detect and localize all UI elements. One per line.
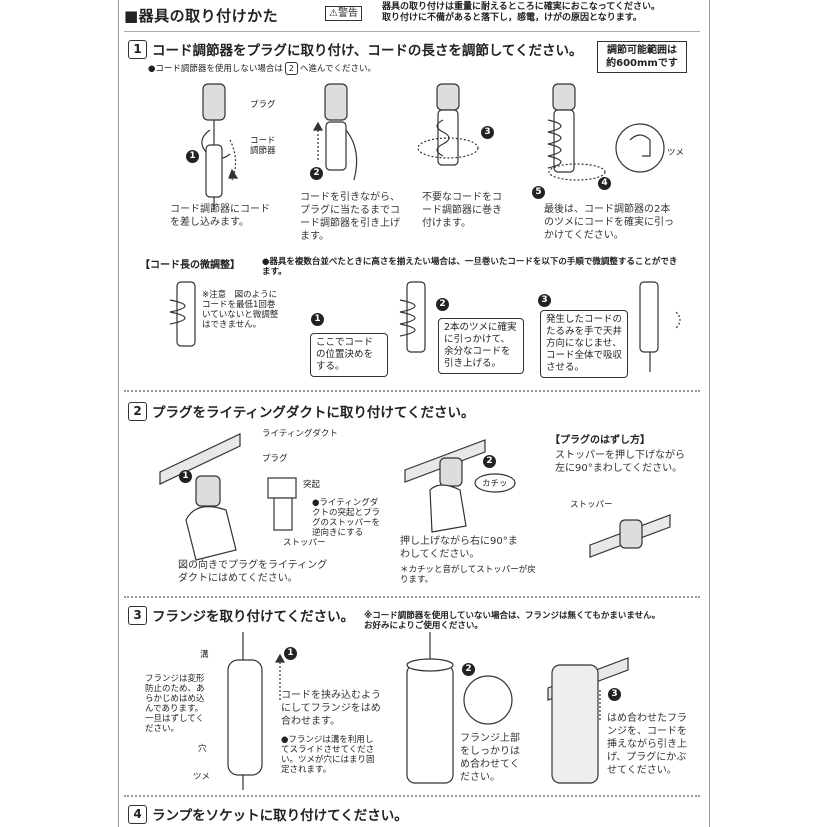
step3-caption-2: フランジ上部をしっかりはめ合わせてください。 [460, 733, 520, 783]
step2-num-2: 2 [483, 455, 496, 468]
label-protrusion: 突起 [303, 480, 321, 490]
fig5-number: 5 [532, 186, 545, 199]
step3-caption-1: コードを挟み込むようにしてフランジをはめ合わせます。 [281, 690, 381, 727]
warning-text: 器具の取り付けは重量に耐えるところに確実におこなってください。 取り付けに不備が… [382, 2, 661, 23]
step3-heading: 3 フランジを取り付けてください。 [128, 605, 354, 625]
step1-heading: 1 コード調節器をプラグに取り付け、コードの長さを調節してください。 [128, 39, 583, 59]
adjust-range-box: 調節可能範囲は 約600mmです [597, 41, 687, 73]
fig4-number: 4 [598, 177, 611, 190]
fine-adjust-num-1: 1 [311, 313, 324, 326]
fine-adjust-caution: ※注意 図のようにコードを最低1回巻いていないと微調整はできません。 [202, 290, 279, 330]
step1-number: 1 [128, 39, 147, 59]
divider-1 [124, 390, 700, 392]
step3-num-1: 1 [284, 647, 297, 660]
label-cord-adjuster: コード調節器 [250, 136, 276, 156]
step1-caption-4: 最後は、コード調節器の2本のツメにコードを確実に引っかけてください。 [544, 204, 674, 241]
step1-caption-3: 不要なコードをコード調節器に巻き付けます。 [422, 192, 502, 229]
fine-adjust-box-2: 2本のツメに確実に引っかけて、余分なコードを引き上げる。 [438, 318, 524, 374]
fine-adjust-note: ●器具を複数台並べたときに高さを揃えたい場合は、一旦巻いたコードを以下の手順で微… [262, 257, 678, 277]
step2-caption-2-note: ＊カチッと音がしてストッパーが戻ります。 [400, 565, 536, 585]
step3-note: ※コード調節器を使用していない場合は、フランジは無くてもかまいません。 お好みに… [364, 611, 661, 631]
divider-2 [124, 596, 700, 598]
label-plug: プラグ [250, 100, 276, 110]
label-hole: 穴 [198, 744, 207, 754]
label-groove: 溝 [200, 650, 209, 660]
fine-adjust-box-1: ここでコードの位置決めをする。 [310, 333, 388, 377]
step3-caption-3: はめ合わせたフランジを、コードを挿えながら引き上げ、プラグにかぶせてください。 [607, 713, 687, 776]
fig2-number: 2 [310, 167, 323, 180]
fine-adjust-num-2: 2 [436, 298, 449, 311]
label-step2-plug: プラグ [262, 454, 288, 464]
step2-caption-1: 図の向きでプラグをライティングダクトにはめてください。 [178, 560, 328, 584]
header-divider [124, 31, 700, 32]
step2-caption-2: 押し上げながら右に90°まわしてください。 [400, 536, 518, 560]
fine-adjust-box-3: 発生したコードのたるみを手で天井方向になじませ、コード全体で吸収させる。 [540, 310, 628, 378]
label-step3-tab: ツメ [193, 772, 211, 782]
step1-caption-2: コードを引きながら、プラグに当たるまでコード調節器を引き上げます。 [300, 192, 400, 242]
fine-adjust-num-3: 3 [538, 294, 551, 307]
label-tab: ツメ [667, 148, 685, 158]
fine-adjust-heading: 【コード長の微調整】 [140, 260, 240, 271]
fig3-number: 3 [481, 126, 494, 139]
step3-caption-1-note: ●フランジは溝を利用してスライドさせてください。ツメが穴にはまり固定されます。 [281, 735, 375, 775]
protrusion-note: ●ライティングダクトの突起とプラグのストッパーを逆向きにする [312, 498, 381, 538]
step3-number: 3 [128, 605, 147, 625]
step2-num-1: 1 [179, 470, 192, 483]
fig1-number: 1 [186, 150, 199, 163]
step4-number: 4 [128, 804, 147, 824]
remove-plug-text: ストッパーを押し下げながら左に90°まわしてください。 [555, 450, 685, 474]
step1-caption-1: コード調節器にコードを差し込みます。 [170, 204, 270, 228]
page-title: ■器具の取り付けかた [124, 7, 279, 25]
label-lighting-duct: ライティングダクト [262, 429, 338, 439]
divider-3 [124, 795, 700, 797]
click-sound: カチッ [482, 479, 508, 489]
step4-heading: 4 ランプをソケットに取り付けてください。 [128, 804, 408, 824]
step1-note: ●コード調節器を使用しない場合は 2 へ進んでください。 [148, 62, 376, 75]
step2-number: 2 [128, 401, 147, 421]
remove-stopper-label: ストッパー [570, 500, 613, 510]
step3-num-2: 2 [462, 663, 475, 676]
step2-heading: 2 プラグをライティングダクトに取り付けてください。 [128, 401, 475, 421]
label-step2-stopper: ストッパー [283, 538, 326, 548]
page-frame [118, 0, 710, 827]
step3-num-3: 3 [608, 688, 621, 701]
warning-badge: ⚠警告 [325, 6, 362, 21]
remove-plug-heading: 【プラグのはずし方】 [550, 435, 650, 446]
flange-side-note: フランジは変形防止のため、あらかじめはめ込んであります。一旦はずしてください。 [145, 674, 205, 734]
